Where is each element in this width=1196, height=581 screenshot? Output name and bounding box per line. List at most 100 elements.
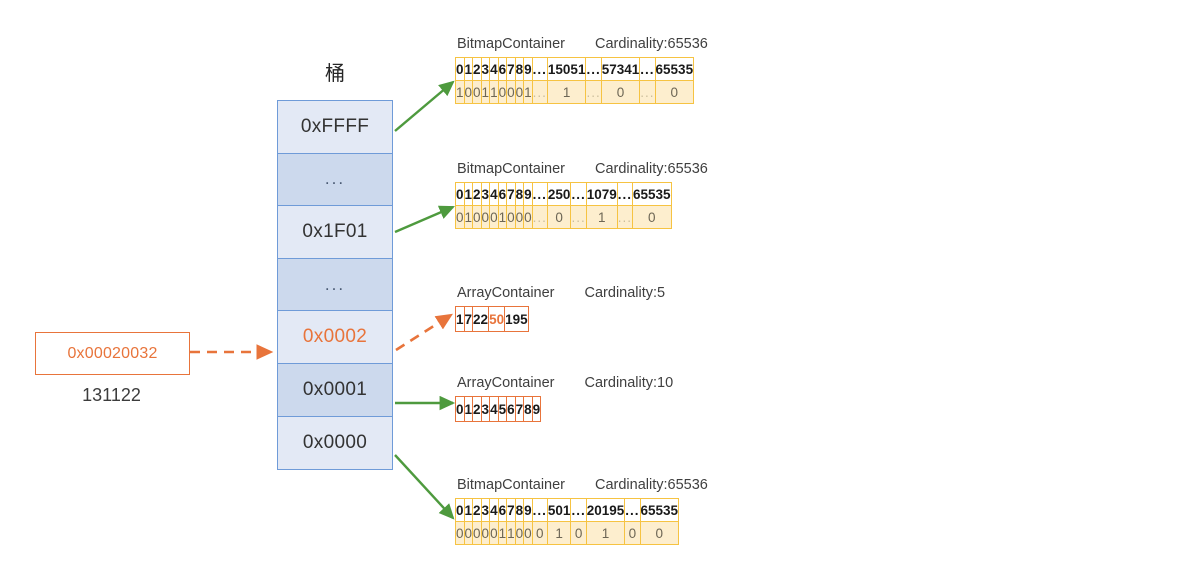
arrow-bucket-to-array-0002 <box>395 313 453 352</box>
array-value-cell: 2 <box>472 396 482 422</box>
arrow-bucket-to-bitmap-ffff <box>394 80 455 132</box>
bitmap-index-cell: ... <box>585 57 602 81</box>
bitmap-value-cell: ... <box>531 80 548 104</box>
bitmap-index-cell: 3 <box>480 57 491 81</box>
bitmap-value-cell: 0 <box>570 521 587 545</box>
bitmap-index-cell: 65535 <box>654 57 695 81</box>
bitmap-value-cell: ... <box>639 80 656 104</box>
bitmap-value-cell: 1 <box>497 521 508 545</box>
bitmap-index-cell: 1 <box>463 182 474 206</box>
bitmap-index-cell: ... <box>570 498 587 522</box>
bitmap-value-cell: 1 <box>480 80 491 104</box>
array-value-cell: 50 <box>488 306 506 332</box>
bucket-cell-0x1f01[interactable]: 0x1F01 <box>278 206 392 259</box>
bitmap-index-cell: 4 <box>489 57 499 81</box>
source-value-box: 0x00020032 <box>35 332 190 375</box>
bitmap-value-cell: 1 <box>506 521 516 545</box>
bitmap-value-cell: 1 <box>497 205 508 229</box>
bucket-cell-ellipsis[interactable]: ... <box>278 153 392 207</box>
bitmap-index-cell: 3 <box>480 182 491 206</box>
bitmap-value-cell: 0 <box>639 521 680 545</box>
bitmap-index-cell: 7 <box>506 57 516 81</box>
bitmap-value-cell: 0 <box>514 80 525 104</box>
bitmap-value-cell: 0 <box>514 521 525 545</box>
bitmap-value-cell: 0 <box>506 205 516 229</box>
bitmap-value-cell: 0 <box>455 521 465 545</box>
array-value-cell: 0 <box>455 396 465 422</box>
bitmap-value-cell: 0 <box>489 521 499 545</box>
bitmap-index-cell: 3 <box>480 498 491 522</box>
bitmap-index-cell: 4 <box>489 498 499 522</box>
bitmap-index-cell: 9 <box>523 57 533 81</box>
bucket-cell-0xffff[interactable]: 0xFFFF <box>278 101 392 154</box>
bitmap-value-cell: 1 <box>585 205 618 229</box>
bitmap-index-cell: 20195 <box>585 498 626 522</box>
bitmap-index-cell: 0 <box>455 182 465 206</box>
bitmap-value-cell: 1 <box>463 205 474 229</box>
bitmap-index-cell: ... <box>639 57 656 81</box>
bitmap-index-cell: 1 <box>463 57 474 81</box>
bitmap-index-cell: 2 <box>472 57 482 81</box>
bitmap-value-cell: 1 <box>523 80 533 104</box>
bitmap-value-cell: 1 <box>585 521 626 545</box>
bitmap-value-cell: 1 <box>546 521 572 545</box>
bitmap-value-cell: 0 <box>480 521 491 545</box>
bitmap-value-cell: 0 <box>632 205 672 229</box>
bitmap-index-cell: 6 <box>497 57 508 81</box>
bitmap-index-cell: 65535 <box>632 182 672 206</box>
bitmap-index-cell: ... <box>531 57 548 81</box>
bitmap-index-cell: ... <box>624 498 641 522</box>
bitmap-value-cell: 0 <box>531 521 548 545</box>
array-value-cell: 6 <box>506 396 516 422</box>
bitmap-value-cell: 0 <box>624 521 641 545</box>
bitmap-index-cell: 501 <box>546 498 572 522</box>
bitmap-index-cell: 1079 <box>585 182 618 206</box>
bitmap-index-cell: 8 <box>514 57 525 81</box>
bitmap-value-cell: ... <box>616 205 634 229</box>
container-cardinality-label: Cardinality:10 <box>584 375 674 391</box>
array-value-cell: 3 <box>480 396 491 422</box>
bucket-cell-0x0000[interactable]: 0x0000 <box>278 416 392 470</box>
bucket-cell-ellipsis[interactable]: ... <box>278 258 392 312</box>
bitmap-index-cell: 15051 <box>546 57 587 81</box>
bitmap-index-cell: 0 <box>455 57 465 81</box>
bitmap-index-cell: 57341 <box>600 57 641 81</box>
array-value-cell: 1 <box>463 396 474 422</box>
bitmap-index-cell: ... <box>570 182 587 206</box>
bucket-cell-0x0001[interactable]: 0x0001 <box>278 363 392 417</box>
source-hex-label: 0x00020032 <box>67 344 158 362</box>
bitmap-index-cell: 2 <box>472 498 482 522</box>
container-type-label: BitmapContainer <box>457 477 565 493</box>
bucket-cell-0x0002[interactable]: 0x0002 <box>278 311 392 364</box>
container-labels: ArrayContainer Cardinality:5 <box>457 285 665 301</box>
bitmap-index-cell: 9 <box>523 498 533 522</box>
arrow-bucket-to-bitmap-1f01 <box>394 205 455 234</box>
container-cardinality-label: Cardinality:65536 <box>595 161 708 177</box>
bitmap-value-cell: ... <box>585 80 602 104</box>
bitmap-index-cell: 6 <box>497 182 508 206</box>
array-value-cell: 7 <box>514 396 525 422</box>
bitmap-value-cell: 0 <box>506 80 516 104</box>
array-value-cell: 9 <box>531 396 542 422</box>
container-cardinality-label: Cardinality:65536 <box>595 36 708 52</box>
bitmap-index-cell: 7 <box>506 182 516 206</box>
bitmap-index-cell: 8 <box>514 182 525 206</box>
bitmap-value-cell: 0 <box>654 80 695 104</box>
bitmap-value-cell: 0 <box>472 80 482 104</box>
container-type-label: ArrayContainer <box>457 285 555 301</box>
bitmap-index-cell: 1 <box>463 498 474 522</box>
container-cardinality-label: Cardinality:5 <box>584 285 666 301</box>
bitmap-index-cell: 2 <box>472 182 482 206</box>
